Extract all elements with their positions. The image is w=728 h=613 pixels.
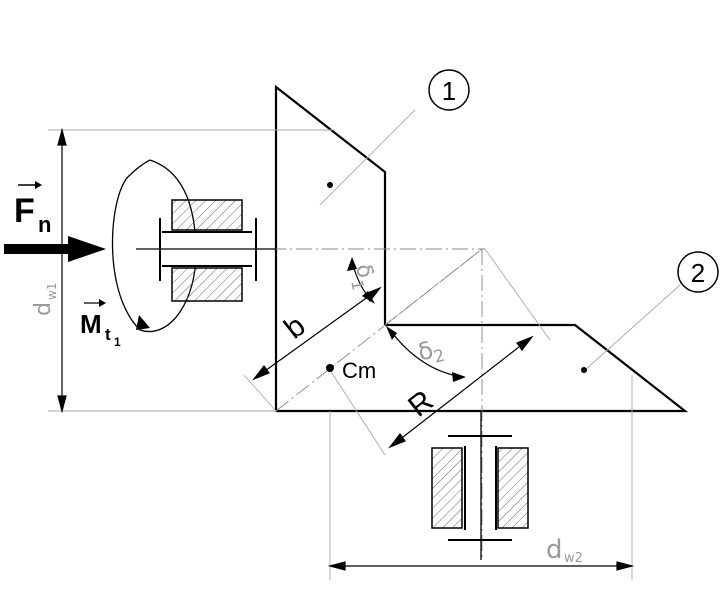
dw2-label: d w2 xyxy=(546,535,583,566)
svg-text:M: M xyxy=(80,309,102,339)
angle-delta2-arrows xyxy=(386,326,466,382)
dimension-extension-lines xyxy=(48,109,681,580)
dimension-R xyxy=(388,335,534,449)
svg-text:t: t xyxy=(105,325,111,344)
angle-delta1-arrows xyxy=(347,257,375,304)
gear2-outline xyxy=(276,323,689,413)
delta2-label: δ 2 xyxy=(415,336,448,368)
delta1-label: δ 1 xyxy=(347,262,377,292)
dimension-dw1 xyxy=(57,127,67,414)
force-label: F n xyxy=(14,181,51,237)
force-arrow xyxy=(4,236,106,262)
bearing-shaft1 xyxy=(136,199,276,302)
bearing-shaft2 xyxy=(431,411,529,560)
gear1-center-dot xyxy=(327,182,333,188)
svg-text:F: F xyxy=(14,192,35,230)
cm-label: Cm xyxy=(342,358,376,383)
b-label: b xyxy=(278,309,311,345)
svg-text:d: d xyxy=(31,302,56,316)
svg-text:δ: δ xyxy=(350,262,377,280)
svg-text:1: 1 xyxy=(114,335,121,349)
svg-text:n: n xyxy=(38,212,51,237)
part1-label: 1 xyxy=(442,76,456,106)
dw1-label: d w1 xyxy=(31,283,59,316)
part2-label: 2 xyxy=(691,258,705,288)
r-label: R xyxy=(402,384,439,423)
moment-label: M t 1 xyxy=(80,299,121,349)
svg-text:w1: w1 xyxy=(45,283,59,300)
svg-text:1: 1 xyxy=(347,278,368,292)
moment-arrow-head xyxy=(136,315,150,330)
svg-text:δ: δ xyxy=(415,336,436,367)
cm-point xyxy=(326,364,334,372)
gear2-center-dot xyxy=(581,367,587,373)
svg-text:w2: w2 xyxy=(564,551,583,566)
svg-text:2: 2 xyxy=(432,346,448,368)
part2-balloon xyxy=(677,251,719,293)
svg-text:d: d xyxy=(546,535,563,565)
part1-balloon xyxy=(428,69,470,111)
dimension-dw2 xyxy=(327,561,635,571)
